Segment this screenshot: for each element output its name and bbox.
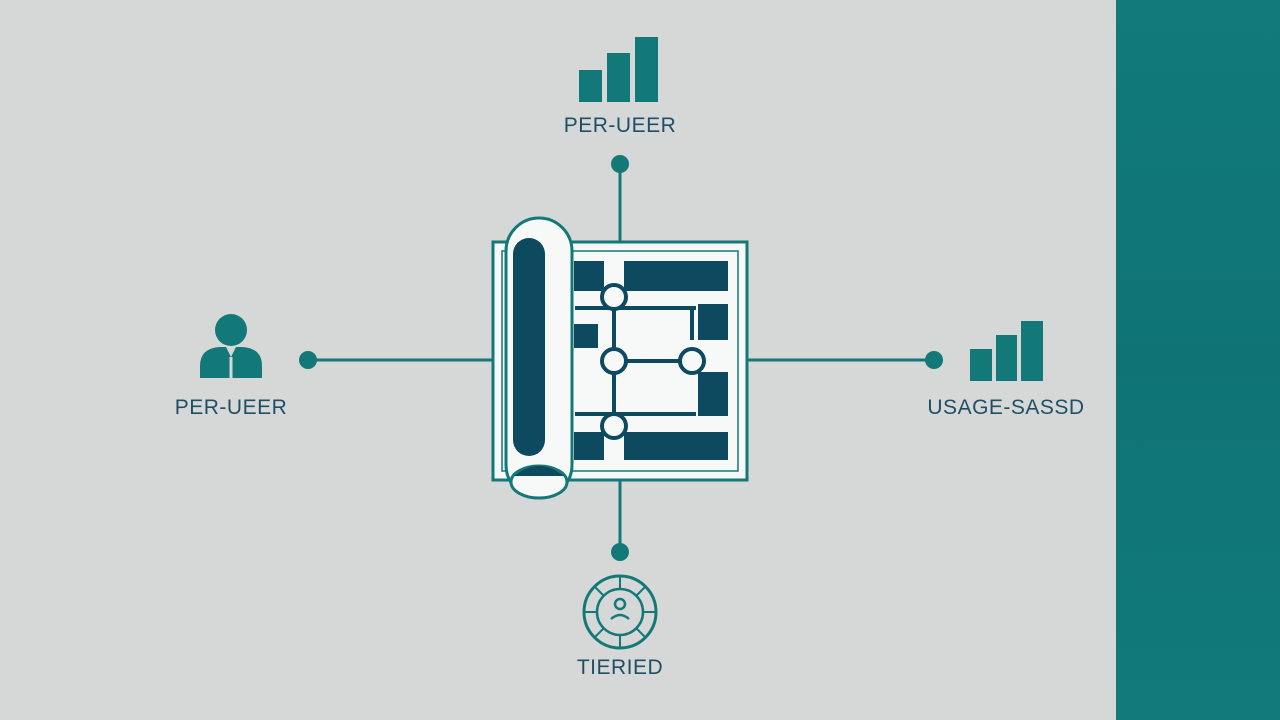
connector-endpoints [299,155,943,561]
node-label-left: PER-UEER [174,396,288,419]
endpoint-dot-left [299,351,317,369]
tiered-dial-icon [582,574,658,650]
endpoint-dot-top [611,155,629,173]
side-panel [1116,0,1280,720]
user-icon [200,314,262,378]
endpoint-dot-right [925,351,943,369]
connectors [308,164,934,552]
bar-chart-icon [579,37,658,102]
bar-chart-icon [970,321,1043,381]
endpoint-dot-bottom [611,543,629,561]
node-label-top: PER-UEER [563,114,677,137]
blueprint-scroll-icon [491,216,749,500]
node-label-bottom: TIERIED [576,656,664,679]
node-label-right: USAGE-SASSD [927,396,1085,419]
